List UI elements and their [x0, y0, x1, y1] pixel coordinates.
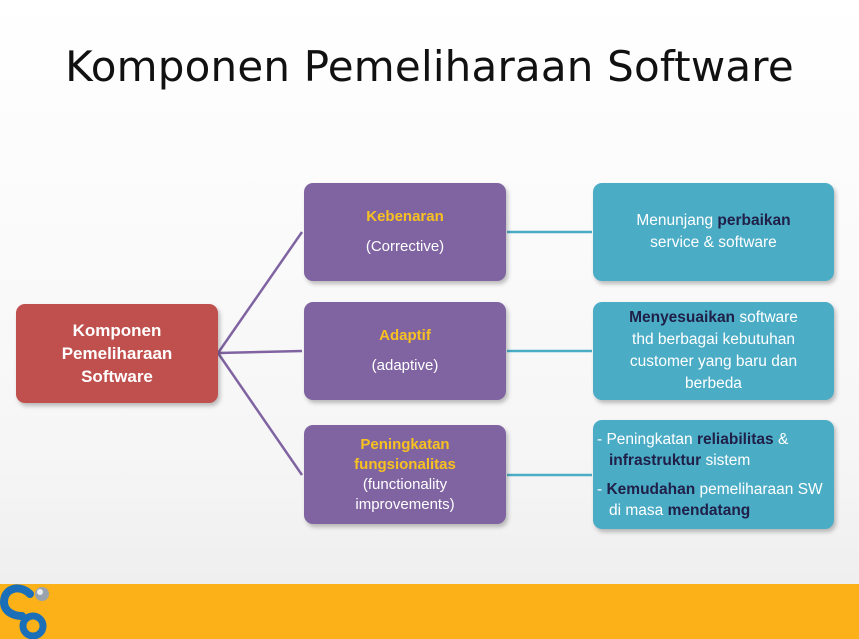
detail-text: sistem: [701, 451, 751, 469]
category-name-line: Peningkatan: [360, 435, 450, 453]
detail-bold-text: infrastruktur: [609, 451, 702, 469]
detail-line: thd berbagai kebutuhan: [632, 331, 795, 348]
logo-mark-icon: [0, 584, 49, 639]
detail-bold-text: reliabilitas: [696, 430, 774, 448]
detail-text: -: [597, 480, 607, 498]
root-line: Software: [81, 367, 153, 386]
detail-bullet: - Kemudahan pemeliharaan SW di masa mend…: [597, 479, 828, 521]
page-title: Komponen Pemeliharaan Software: [65, 42, 794, 91]
detail-line: Menunjang perbaikan: [636, 210, 790, 232]
category-sub-line: (functionality: [362, 475, 448, 493]
detail-line: berbeda: [685, 375, 742, 392]
detail-bold-text: Kemudahan: [606, 480, 696, 498]
detail-bullet: - Peningkatan reliabilitas & infrastrukt…: [597, 429, 828, 471]
connector-root-kebenaran: [216, 231, 304, 354]
category-node-peningkatan: Peningkatan fungsionalitas (functionalit…: [304, 425, 506, 524]
category-sub: (Corrective): [365, 238, 445, 255]
detail-line: customer yang baru dan: [629, 353, 798, 370]
detail-text: Menunjang: [636, 212, 718, 229]
detail-line: Menyesuaikan software: [629, 307, 798, 329]
detail-bold-text: mendatang: [667, 501, 751, 519]
category-node-kebenaran: Kebenaran (Corrective): [304, 183, 506, 281]
category-name-line: fungsionalitas: [354, 455, 456, 473]
detail-node-adaptive: Menyesuaikan software thd berbagai kebut…: [593, 302, 834, 400]
detail-text: - Peningkatan: [597, 430, 697, 448]
detail-node-functionality: - Peningkatan reliabilitas & infrastrukt…: [593, 420, 834, 529]
category-node-adaptif: Adaptif (adaptive): [304, 302, 506, 400]
detail-bold-text: perbaikan: [717, 212, 791, 229]
detail-line: service & software: [650, 234, 777, 251]
detail-text: software: [735, 309, 798, 326]
detail-text: pemeliharaan SW di masa: [609, 480, 823, 519]
root-line: Pemeliharaan: [61, 344, 173, 363]
category-sub-line: improvements): [355, 495, 455, 513]
connector-root-peningkatan: [216, 352, 304, 476]
detail-bold-text: Menyesuaikan: [629, 309, 736, 326]
connector-root-adaptif: [217, 349, 303, 355]
category-sub: (adaptive): [371, 357, 439, 374]
root-line: Komponen: [72, 321, 162, 340]
root-node: Komponen Pemeliharaan Software: [16, 304, 218, 403]
detail-node-corrective: Menunjang perbaikan service & software: [593, 183, 834, 281]
category-name: Kebenaran: [366, 208, 444, 225]
detail-text: &: [773, 430, 789, 448]
category-name: Adaptif: [379, 327, 431, 344]
footer-bar: [0, 584, 859, 639]
